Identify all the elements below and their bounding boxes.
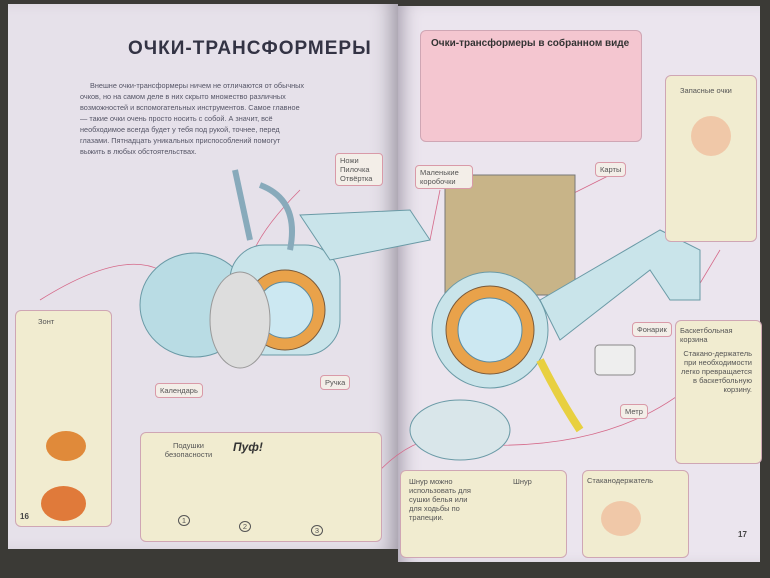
page-title: ОЧКИ-ТРАНСФОРМЕРЫ <box>128 38 372 59</box>
airbags-sound: Пуф! <box>233 440 263 454</box>
step-2: 2 <box>239 521 251 532</box>
umbrella-box: Зонт <box>15 310 112 527</box>
label-maps: Карты <box>595 162 627 177</box>
cord-box: Шнур можно использовать для сушки белья … <box>400 470 567 558</box>
umbrella-icon <box>46 431 86 461</box>
label-flashlight: Фонарик <box>632 322 672 337</box>
page-number-left: 16 <box>20 512 29 521</box>
basket-title: Баскетбольная корзина <box>680 326 733 344</box>
spare-title: Запасные очки <box>680 86 732 95</box>
umbrella-open-icon <box>41 486 86 521</box>
cord-title: Шнур <box>513 477 532 486</box>
left-lens-device <box>139 169 431 369</box>
right-lens-device <box>409 174 701 461</box>
cupholder-box: Стаканодержатель <box>582 470 689 558</box>
intro-text: Внешне очки-трансформеры ничем не отлича… <box>80 81 305 156</box>
cupholder-title: Стаканодержатель <box>587 476 654 485</box>
face-icon <box>601 501 641 536</box>
step-3: 3 <box>311 525 323 536</box>
cord-text: Шнур можно использовать для сушки белья … <box>409 477 471 522</box>
assembled-box: Очки-трансформеры в собранном виде <box>420 30 642 142</box>
label-knives: Ножи Пилочка Отвёртка <box>335 153 383 186</box>
assembled-title: Очки-трансформеры в собранном виде <box>431 38 630 49</box>
label-pen: Ручка <box>320 375 351 390</box>
label-meter: Метр <box>620 404 648 419</box>
spare-glasses-box: Запасные очки <box>665 75 757 242</box>
umbrella-title: Зонт <box>38 317 55 326</box>
airbags-box: Подушки безопасности Пуф! 1 2 3 <box>140 432 382 542</box>
label-calendar: Календарь <box>155 383 203 398</box>
step-1: 1 <box>178 515 190 526</box>
face-icon <box>691 116 731 156</box>
basket-box: Баскетбольная корзина Стакано-держатель … <box>675 320 762 464</box>
label-boxes: Маленькие коробочки <box>415 165 473 189</box>
airbags-title: Подушки безопасности <box>164 441 213 459</box>
basket-text: Стакано-держатель при необходимости легк… <box>680 349 752 394</box>
page-number-right: 17 <box>738 530 747 539</box>
